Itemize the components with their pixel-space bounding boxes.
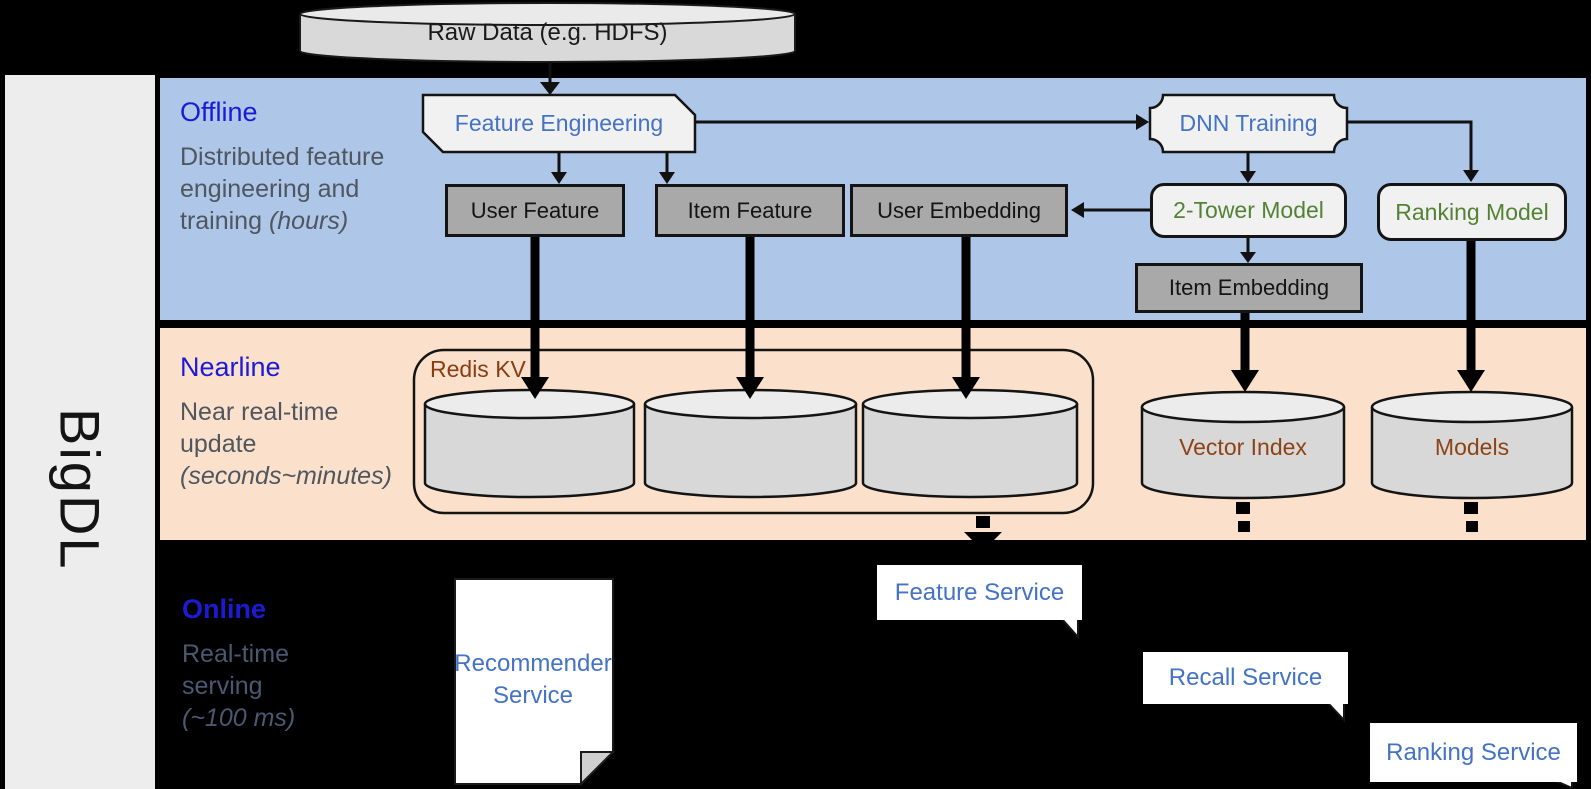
ranking-service-node: Ranking Service (1370, 723, 1577, 782)
models-node: Models (1434, 433, 1510, 460)
two-tower-model-node: 2-Tower Model (1150, 183, 1347, 238)
recall-service-node: Recall Service (1143, 652, 1348, 704)
bigdl-brand-label: BigDL (48, 408, 112, 571)
online-subtitle-text: Real-time serving (182, 640, 289, 700)
nearline-band-label: Nearline Near real-time update (seconds~… (180, 352, 392, 492)
item-feature-node: Item Feature (655, 184, 845, 237)
user-embedding-node: User Embedding (850, 184, 1068, 237)
recommender-service-node: Recommender Service (454, 649, 612, 709)
ranking-service-tail (1555, 780, 1573, 789)
offline-subtitle-italic: (hours) (268, 207, 349, 235)
nearline-title: Nearline (180, 352, 281, 382)
dnn-training-node: DNN Training (1179, 110, 1318, 136)
raw-data-node: Raw Data (e.g. HDFS) (427, 19, 668, 46)
vector-index-node: Vector Index (1179, 433, 1307, 460)
nearline-subtitle-text: Near real-time update (180, 398, 339, 458)
offline-band-label: Offline Distributed feature engineering … (180, 97, 400, 237)
nearline-subtitle: Near real-time update (seconds~minutes) (180, 396, 392, 492)
online-subtitle: Real-time serving (~100 ms) (182, 638, 312, 734)
offline-title: Offline (180, 97, 258, 127)
feature-service-node: Feature Service (877, 565, 1082, 620)
nearline-subtitle-italic: (seconds~minutes) (180, 462, 392, 490)
bigdl-sidebar: BigDL (5, 75, 155, 789)
offline-subtitle: Distributed feature engineering and trai… (180, 141, 400, 237)
feature-engineering-node: Feature Engineering (454, 110, 664, 136)
recall-service-tail (1325, 702, 1345, 723)
item-embedding-node: Item Embedding (1135, 263, 1363, 313)
offline-subtitle-text: Distributed feature engineering and trai… (180, 143, 385, 235)
redis-kv-label: Redis KV (430, 356, 526, 382)
user-feature-node: User Feature (445, 184, 625, 237)
online-subtitle-italic: (~100 ms) (182, 704, 296, 732)
online-band-label: Online Real-time serving (~100 ms) (182, 594, 312, 734)
ranking-model-node: Ranking Model (1377, 183, 1567, 241)
feature-service-tail (1059, 618, 1079, 640)
online-title: Online (182, 594, 267, 624)
